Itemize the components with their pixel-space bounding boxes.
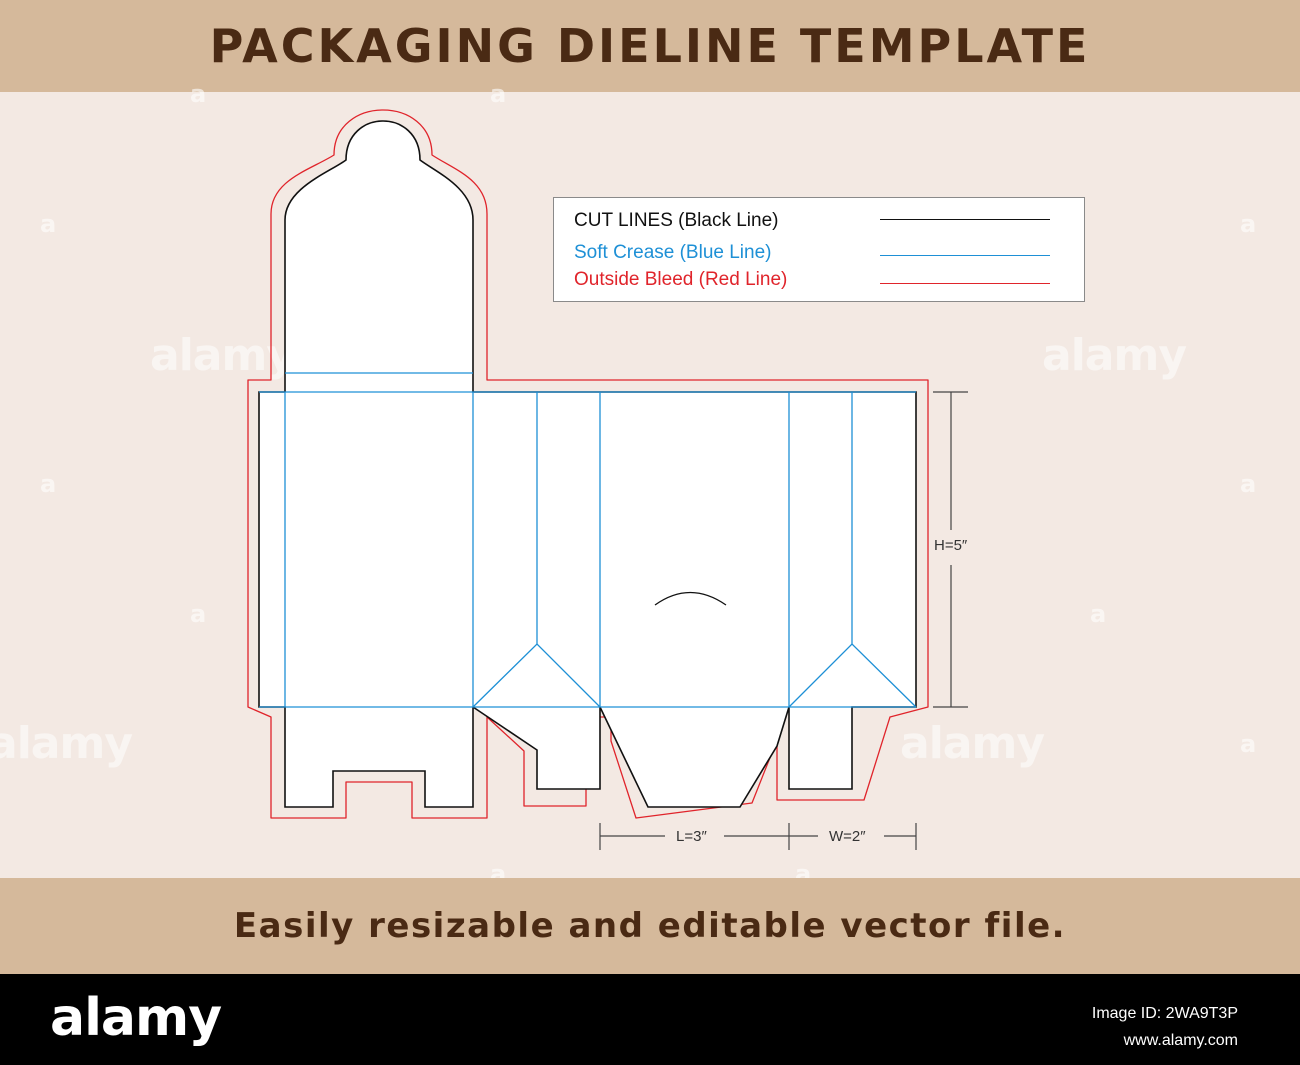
watermark-mark: a bbox=[1240, 730, 1257, 758]
watermark-mark: a bbox=[40, 470, 57, 498]
watermark-mark: a bbox=[190, 80, 207, 108]
length-label: L=3″ bbox=[676, 828, 707, 845]
watermark-mark: a bbox=[190, 600, 207, 628]
height-label: H=5″ bbox=[934, 537, 968, 554]
legend-bleed-swatch bbox=[880, 283, 1050, 284]
watermark-mark: a bbox=[1090, 600, 1107, 628]
watermark-mark: a bbox=[40, 210, 57, 238]
watermark: alamy bbox=[900, 718, 1045, 769]
site-url: www.alamy.com bbox=[1123, 1032, 1238, 1049]
crease-line bbox=[472, 643, 601, 708]
dimension-height bbox=[933, 391, 968, 708]
thumb-notch-cut bbox=[654, 591, 727, 606]
watermark: alamy bbox=[0, 718, 133, 769]
footer-info: Image ID: 2WA9T3P www.alamy.com bbox=[918, 1000, 1238, 1054]
bleed-outline bbox=[247, 109, 929, 819]
legend-bleed-label: Outside Bleed (Red Line) bbox=[574, 269, 788, 290]
crease-line bbox=[788, 643, 917, 708]
watermark-mark: a bbox=[1240, 210, 1257, 238]
footer-bar bbox=[0, 974, 1300, 1065]
legend-crease-label: Soft Crease (Blue Line) bbox=[574, 242, 772, 263]
image-id: Image ID: 2WA9T3P bbox=[1091, 1005, 1238, 1022]
tagline: Easily resizable and editable vector fil… bbox=[233, 906, 1067, 946]
width-label: W=2″ bbox=[829, 828, 866, 845]
legend-cut-label: CUT LINES (Black Line) bbox=[574, 210, 779, 231]
watermark-mark: a bbox=[1240, 470, 1257, 498]
cut-outline bbox=[258, 120, 917, 808]
crease-lines bbox=[259, 372, 917, 708]
header-band bbox=[0, 0, 1300, 92]
footer-logo: alamy bbox=[50, 988, 222, 1048]
watermark-mark: a bbox=[490, 80, 507, 108]
legend-box: CUT LINES (Black Line) Soft Crease (Blue… bbox=[553, 197, 1085, 302]
watermark: alamy bbox=[1042, 330, 1187, 381]
dieline-fill bbox=[259, 121, 916, 807]
tagline-band bbox=[0, 878, 1300, 974]
page-title: PACKAGING DIELINE TEMPLATE bbox=[209, 19, 1091, 73]
legend-crease-swatch bbox=[880, 255, 1050, 256]
dimension-length-width bbox=[599, 823, 917, 850]
legend-cut-swatch bbox=[880, 219, 1050, 220]
